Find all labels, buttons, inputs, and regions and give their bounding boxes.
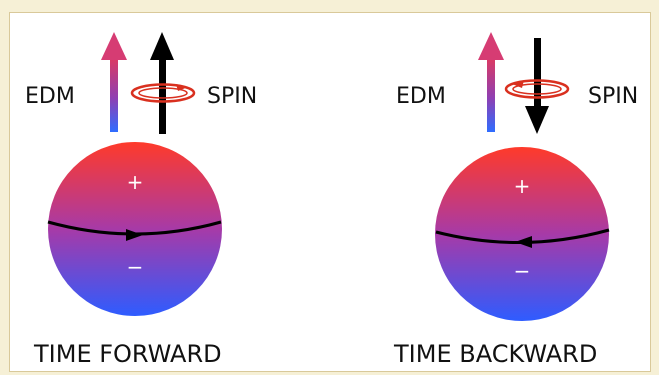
edm-label: EDM	[396, 84, 446, 109]
minus-sign: −	[127, 255, 144, 279]
edm-up-arrow-icon	[478, 32, 504, 132]
spin-label: SPIN	[588, 84, 638, 109]
panel-time-backward: EDM SPIN + − TIME BACKWARD	[393, 32, 638, 368]
panel-time-forward: EDM SPIN + − TIME FORWARD	[25, 32, 257, 368]
plus-sign: +	[127, 170, 144, 194]
minus-sign: −	[514, 259, 531, 283]
caption-time-forward: TIME FORWARD	[33, 340, 222, 368]
spin-up-arrow-icon	[150, 32, 174, 134]
edm-label: EDM	[25, 84, 75, 109]
edm-up-arrow-icon	[101, 32, 127, 132]
spin-label: SPIN	[207, 84, 257, 109]
plus-sign: +	[514, 174, 531, 198]
spin-down-arrow-icon	[525, 38, 549, 134]
caption-time-backward: TIME BACKWARD	[393, 340, 597, 368]
